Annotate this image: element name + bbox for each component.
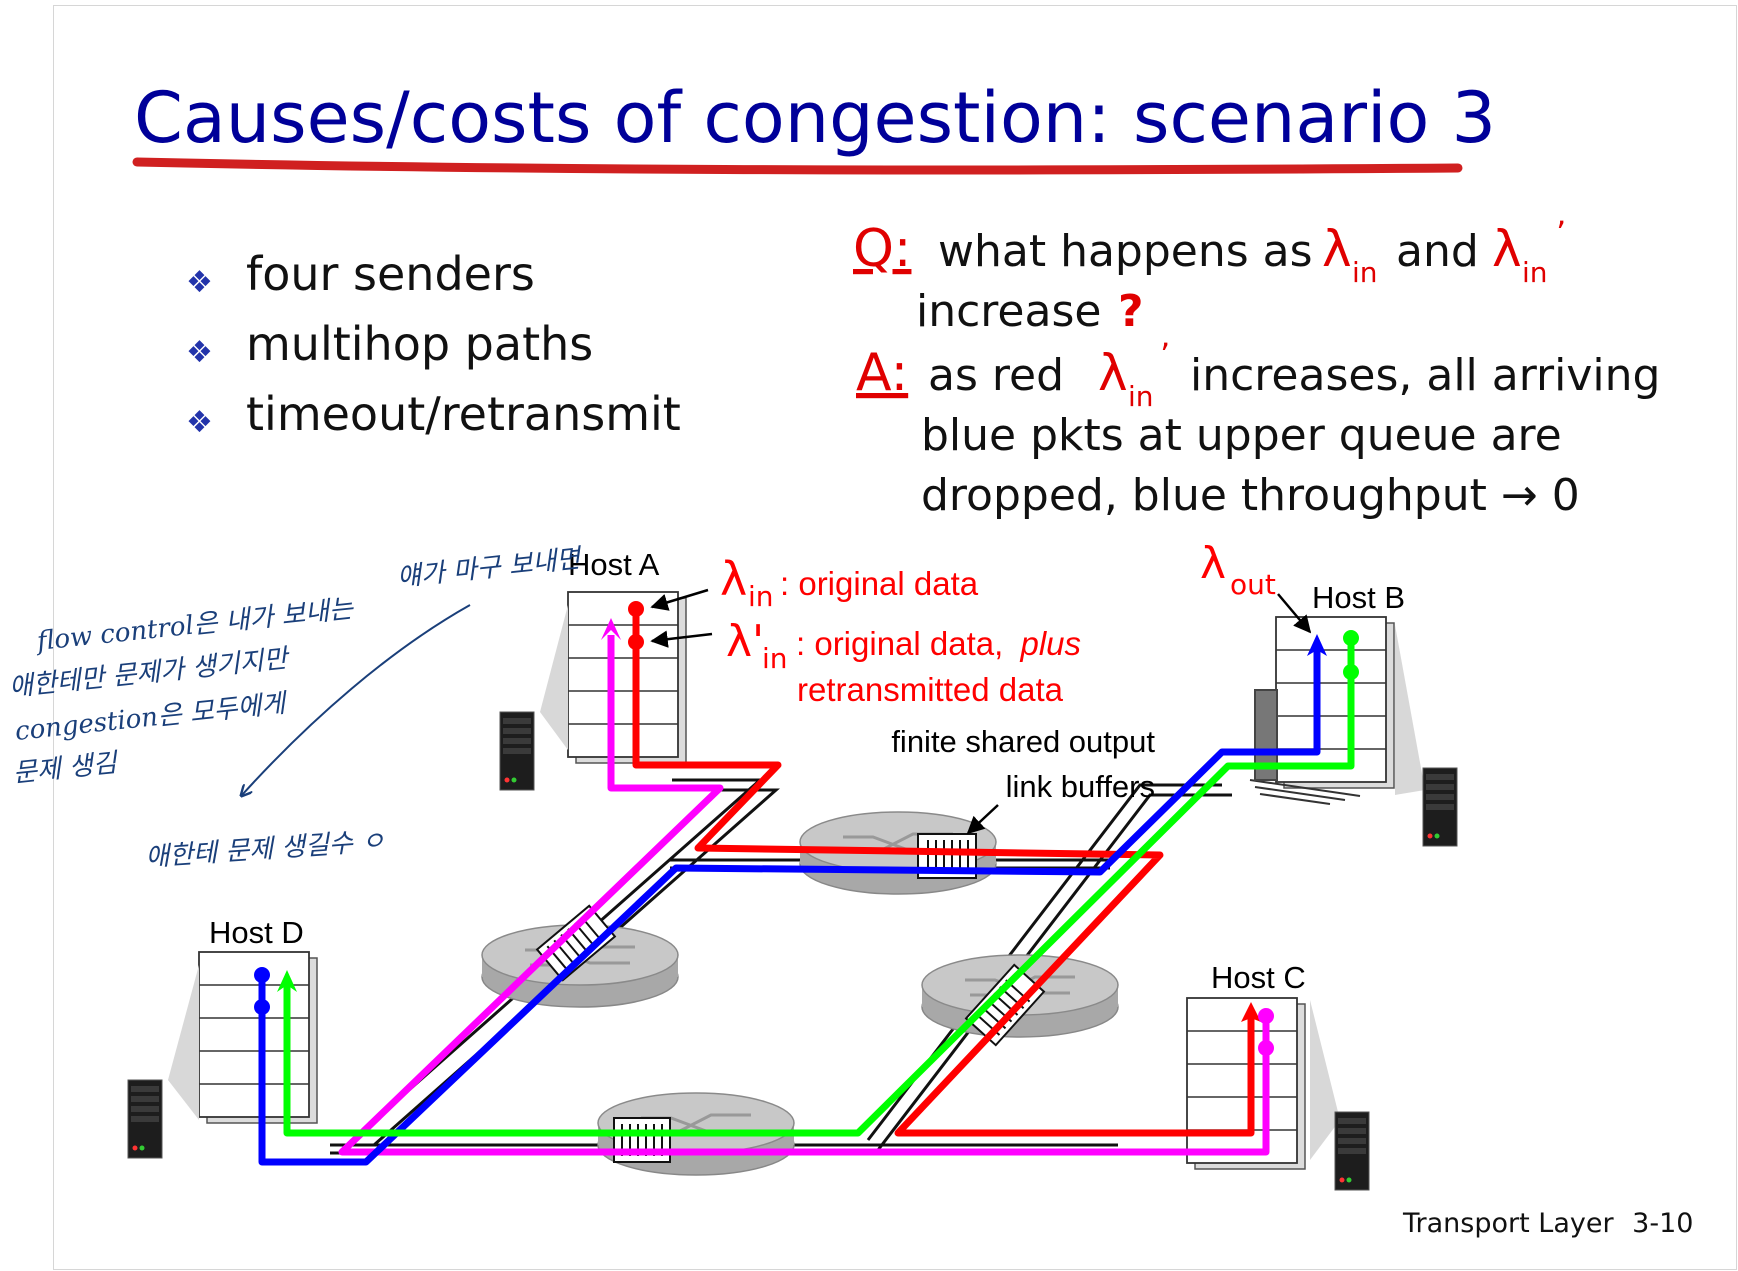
host-c-shadow xyxy=(1310,1000,1340,1160)
diamond-bullet-icon: ❖ xyxy=(186,335,213,370)
flow-blue xyxy=(254,634,1327,1166)
host-c-stack xyxy=(1186,997,1306,1170)
host-a-stack xyxy=(567,591,687,764)
question-text: increase xyxy=(916,286,1101,337)
buffers-label-line2: link buffers xyxy=(1006,769,1155,804)
bullet-list: ❖ four senders ❖ multihop paths ❖ timeou… xyxy=(186,247,681,441)
network-diagram: Host A Host B Host C Host D λ in : origi… xyxy=(127,538,1458,1191)
bullet-item: ❖ timeout/retransmit xyxy=(186,387,681,441)
handwritten-notes: 얘가 마구 보내면 flow control은 내가 보내는 애한테만 문제가 … xyxy=(8,544,585,873)
lambda-prime-text-main: : original data, xyxy=(796,625,1003,662)
handwritten-note-top: 얘가 마구 보내면 xyxy=(396,544,585,593)
lambda-subscript: in xyxy=(1522,256,1548,289)
host-b-shadow xyxy=(1395,625,1425,795)
lambda-subscript: out xyxy=(1230,568,1276,601)
bullet-text: four senders xyxy=(246,247,535,301)
question-text: and xyxy=(1396,226,1479,277)
lambda-prime-symbol: λ' xyxy=(726,616,764,667)
prime-mark: ’ xyxy=(1556,214,1566,252)
diamond-bullet-icon: ❖ xyxy=(186,265,213,300)
lambda-symbol: λ xyxy=(1322,220,1352,278)
host-d-label: Host D xyxy=(209,915,304,950)
retransmitted-text: retransmitted data xyxy=(797,671,1064,708)
host-a-label: Host A xyxy=(568,547,660,582)
question-text: what happens as xyxy=(938,226,1313,277)
lambda-subscript: in xyxy=(748,580,774,613)
lambda-symbol: λ xyxy=(1492,220,1522,278)
lambda-subscript: in xyxy=(1128,380,1154,413)
server-b-icon xyxy=(1422,767,1458,847)
buffers-label-line1: finite shared output xyxy=(891,724,1155,759)
footer-page-number: 3-10 xyxy=(1632,1208,1693,1239)
answer-block: A: as red λ in ’ increases, all arriving… xyxy=(856,336,1660,521)
host-b-label: Host B xyxy=(1312,580,1405,615)
plus-word: plus xyxy=(1019,625,1081,662)
handwritten-note-line: flow control은 내가 보내는 xyxy=(34,594,356,657)
answer-text: blue pkts at upper queue are xyxy=(921,410,1562,461)
q-label: Q: xyxy=(853,219,911,279)
answer-text: increases, all arriving xyxy=(1190,350,1660,401)
host-c-label: Host C xyxy=(1211,960,1306,995)
bullet-text: timeout/retransmit xyxy=(246,387,681,441)
flow-red xyxy=(628,601,1261,1137)
server-a-icon xyxy=(499,711,535,791)
flow-magenta xyxy=(338,618,1274,1156)
server-c-icon xyxy=(1334,1111,1370,1191)
flow-green xyxy=(277,630,1359,1137)
buffer-left xyxy=(535,904,617,982)
lambda-subscript: in xyxy=(1352,256,1378,289)
lambda-prime-in-label: λ' in : original data, plus retransmitte… xyxy=(650,616,1081,708)
bullet-item: ❖ four senders xyxy=(186,247,535,301)
lambda-prime-text: : original data, plus xyxy=(796,625,1081,662)
lambda-in-text: : original data xyxy=(780,565,979,602)
answer-text: as red xyxy=(928,350,1064,401)
lambda-subscript: in xyxy=(762,642,788,675)
server-d-icon xyxy=(127,1079,163,1159)
question-mark: ? xyxy=(1118,286,1144,337)
lambda-symbol: λ xyxy=(1098,344,1128,402)
host-b-keyboard xyxy=(1249,689,1361,805)
lambda-symbol: λ xyxy=(1200,538,1226,589)
question-block: Q: what happens as λ in and λ in ’ incre… xyxy=(853,214,1566,337)
host-a-shadow xyxy=(540,605,568,750)
a-label: A: xyxy=(856,343,908,403)
host-b-stack xyxy=(1275,616,1395,789)
bullet-item: ❖ multihop paths xyxy=(186,317,593,371)
bullet-text: multihop paths xyxy=(246,317,593,371)
lambda-out-label: λ out xyxy=(1200,538,1312,634)
host-d-shadow xyxy=(168,965,199,1120)
buffers-label: finite shared output link buffers xyxy=(891,724,1155,835)
handwritten-note-line: 문제 생김 xyxy=(12,748,121,789)
prime-mark: ’ xyxy=(1160,336,1170,374)
lambda-in-label: λ in : original data xyxy=(650,552,979,613)
buffer-right xyxy=(964,963,1046,1047)
slide-title: Causes/costs of congestion: scenario 3 xyxy=(134,77,1496,159)
diamond-bullet-icon: ❖ xyxy=(186,405,213,440)
slide-frame xyxy=(53,5,1737,1270)
handwritten-note-bottom: 애한테 문제 생길수 ㅇ xyxy=(144,826,386,873)
lambda-symbol: λ xyxy=(720,552,747,606)
footer-text: Transport Layer xyxy=(1402,1208,1614,1239)
answer-text: dropped, blue throughput → 0 xyxy=(921,470,1580,521)
handwritten-arrow xyxy=(242,604,471,795)
title-underline xyxy=(132,157,1463,175)
footer-label: Transport Layer 3-10 xyxy=(1402,1208,1693,1239)
